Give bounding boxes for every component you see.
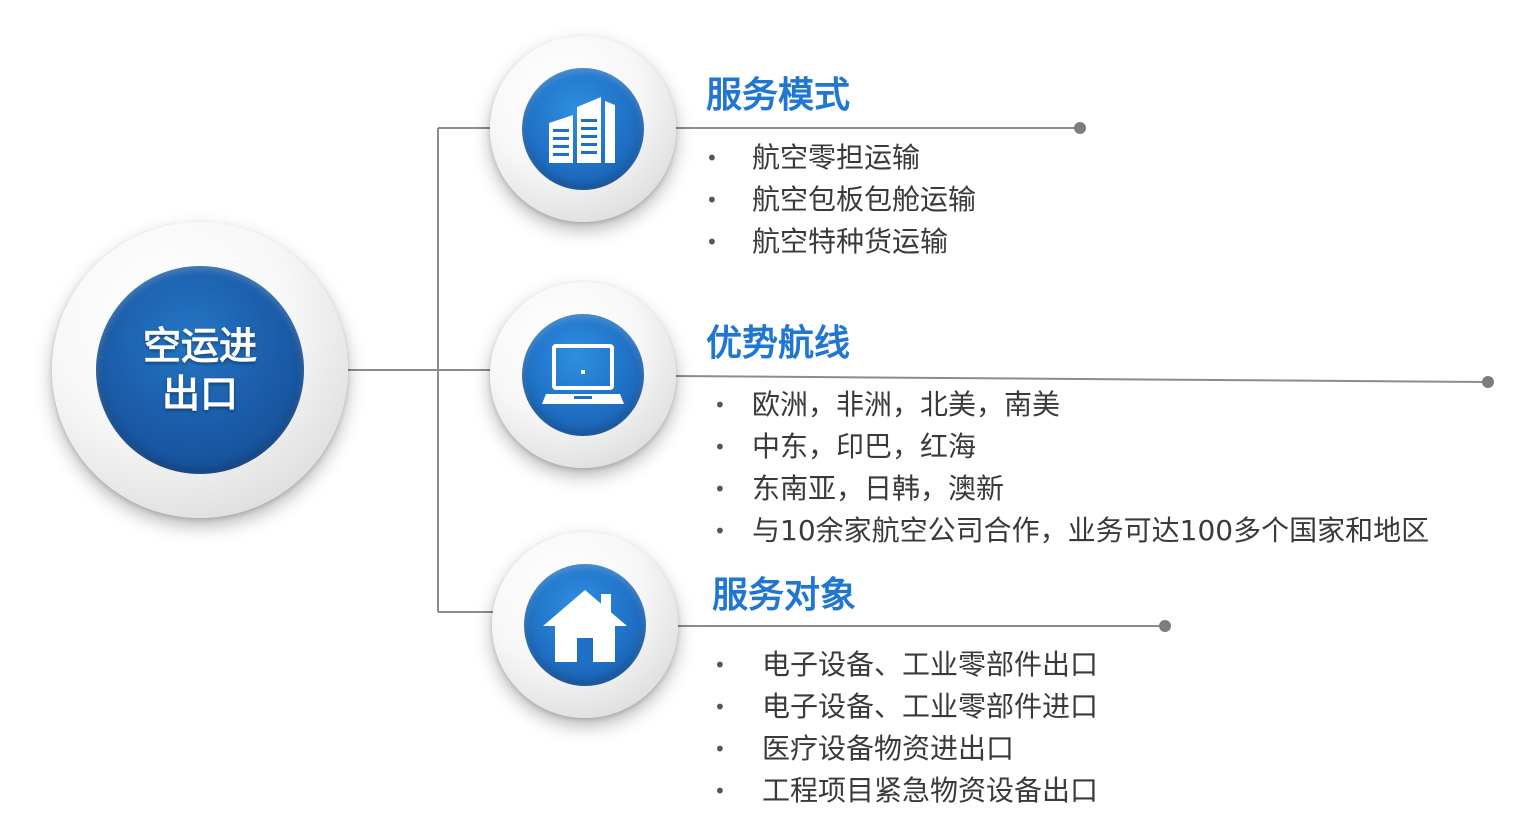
list-item-text: 欧洲，非洲，北美，南美	[752, 388, 1061, 421]
list-item: • 中东，印巴，红海	[714, 426, 1429, 468]
list-item-text: 电子设备、工业零部件出口	[762, 648, 1099, 681]
underline-end-dot-3	[1159, 620, 1171, 632]
list-item-text: 医疗设备物资进出口	[762, 732, 1015, 765]
branch-title-1: 服务模式	[706, 75, 851, 116]
house-icon	[543, 590, 627, 662]
bullet-dot: •	[706, 188, 718, 212]
bullet-dot: •	[714, 779, 726, 803]
list-item-text: 航空特种货运输	[752, 225, 949, 258]
bullet-dot: •	[714, 393, 726, 417]
bullet-dot: •	[706, 146, 718, 170]
list-item: • 电子设备、工业零部件出口	[714, 644, 1098, 686]
underline-end-dot-1	[1074, 122, 1086, 134]
list-item: • 欧洲，非洲，北美，南美	[714, 384, 1429, 426]
bullet-dot: •	[714, 519, 726, 543]
bullet-dot: •	[714, 477, 726, 501]
bullet-dot: •	[714, 653, 726, 677]
center-label-line1: 空运进	[142, 324, 257, 368]
list-item-text: 工程项目紧急物资设备出口	[762, 774, 1099, 807]
list-item-text: 航空零担运输	[752, 141, 921, 174]
list-item: • 电子设备、工业零部件进口	[714, 686, 1098, 728]
branch-list-1: • 航空零担运输 • 航空包板包舱运输 • 航空特种货运输	[706, 137, 976, 263]
branch-list-3: • 电子设备、工业零部件出口 • 电子设备、工业零部件进口 • 医疗设备物资进出口 •…	[714, 644, 1098, 812]
branch-node-3	[524, 564, 646, 686]
bullet-dot: •	[714, 695, 726, 719]
center-label: 空运进 出口	[120, 322, 280, 418]
list-item: • 航空特种货运输	[706, 221, 976, 263]
center-label-line2: 出口	[161, 372, 238, 416]
branch-node-2	[522, 314, 644, 436]
building-icon	[549, 97, 615, 163]
bullet-dot: •	[714, 737, 726, 761]
branch-title-3: 服务对象	[712, 575, 857, 616]
branch-list-2: • 欧洲，非洲，北美，南美 • 中东，印巴，红海 • 东南亚，日韩，澳新 • 与10余家…	[714, 384, 1429, 552]
list-item: • 工程项目紧急物资设备出口	[714, 770, 1098, 812]
bullet-dot: •	[706, 230, 718, 254]
list-item-text: 中东，印巴，红海	[752, 430, 977, 463]
branch-title-2: 优势航线	[706, 323, 851, 364]
underline-end-dot-2	[1482, 376, 1494, 388]
list-item-text: 与10余家航空公司合作，业务可达100多个国家和地区	[752, 514, 1430, 547]
list-item: • 东南亚，日韩，澳新	[714, 468, 1429, 510]
center-node: 空运进 出口	[96, 266, 304, 474]
list-item-text: 东南亚，日韩，澳新	[752, 472, 1005, 505]
bullet-dot: •	[714, 435, 726, 459]
list-item: • 航空包板包舱运输	[706, 179, 976, 221]
underline-2	[673, 375, 1489, 383]
list-item: • 航空零担运输	[706, 137, 976, 179]
list-item: • 与10余家航空公司合作，业务可达100多个国家和地区	[714, 510, 1429, 552]
list-item: • 医疗设备物资进出口	[714, 728, 1098, 770]
list-item-text: 航空包板包舱运输	[752, 183, 977, 216]
branch-node-1	[522, 68, 644, 190]
list-item-text: 电子设备、工业零部件进口	[762, 690, 1099, 723]
laptop-icon	[542, 344, 624, 404]
